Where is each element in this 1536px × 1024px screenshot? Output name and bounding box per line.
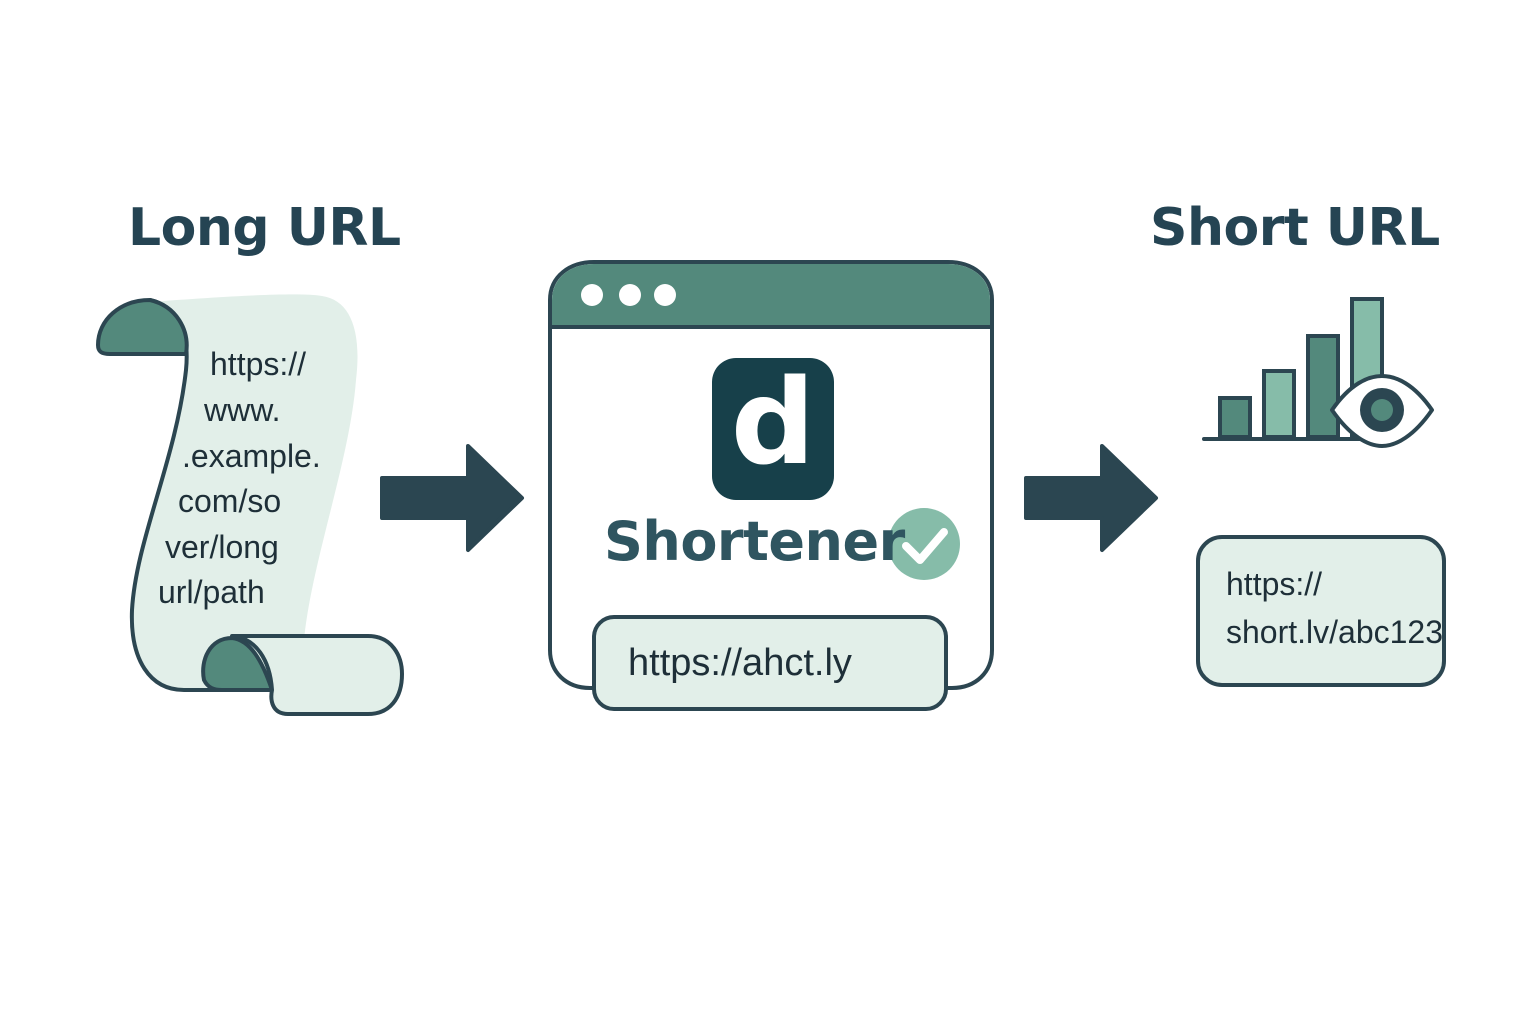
long-url-heading: Long URL [128, 198, 401, 258]
short-url-text-line: short.lv/abc123 [1226, 614, 1444, 650]
scroll-text-line: ver/long [165, 529, 279, 565]
scroll-text-line: .example. [182, 438, 321, 474]
short-url-text-line: https:// [1226, 566, 1323, 602]
short-url-input[interactable]: https://ahct.ly [592, 615, 948, 711]
arrow-right-icon [1024, 444, 1158, 552]
window-dot-icon [654, 284, 676, 306]
analytics-bar [1218, 396, 1252, 439]
analytics-bar [1306, 334, 1340, 439]
scroll-text-line: com/so [178, 483, 282, 519]
short-url-result-box [1196, 535, 1446, 687]
scroll-text-line: www. [204, 392, 281, 428]
check-badge-icon [888, 508, 960, 580]
analytics-bar [1262, 369, 1296, 439]
scroll-text-line: https:// [210, 346, 307, 382]
app-logo-letter: d [730, 353, 816, 491]
window-dot-icon [581, 284, 603, 306]
scroll-icon [96, 294, 404, 716]
short-url-heading: Short URL [1150, 198, 1440, 258]
eye-icon [1330, 374, 1434, 448]
arrow-right-icon [380, 444, 524, 552]
window-dot-icon [619, 284, 641, 306]
app-logo-icon [712, 358, 834, 500]
analytics-chart-icon [1202, 297, 1384, 441]
app-name: Shortener [604, 510, 905, 573]
scroll-text-line: url/path [158, 574, 265, 610]
